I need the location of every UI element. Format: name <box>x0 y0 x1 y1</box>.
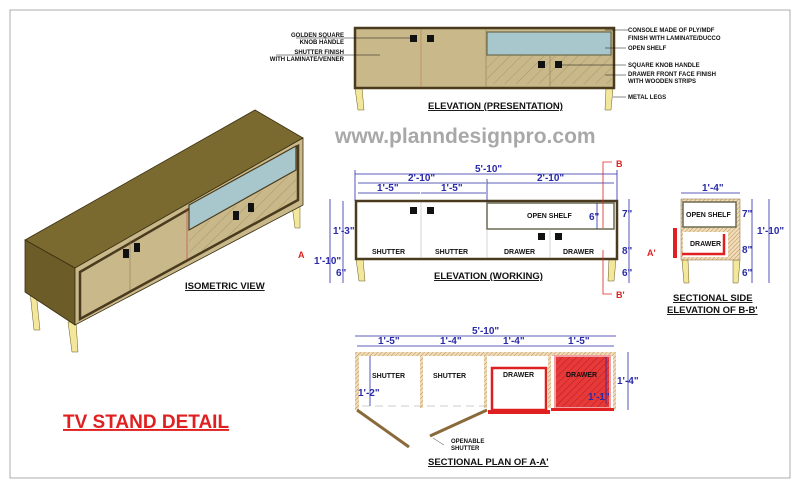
working-title: ELEVATION (WORKING) <box>434 271 543 282</box>
label: 2'-10" <box>537 173 564 184</box>
label: 5'-10" <box>475 164 502 175</box>
label: FINISH WITH LAMINATE/DUCCO <box>628 36 721 42</box>
label: SQUARE KNOB HANDLE <box>628 63 700 69</box>
label: 1'-5" <box>441 183 463 194</box>
working-elevation: OPEN SHELF SHUTTER SHUTTER DRAWER DRAWER… <box>298 159 656 300</box>
label: 1'-5" <box>377 183 399 194</box>
label: SECTIONAL SIDE <box>673 293 753 304</box>
label: OPENABLE <box>451 439 484 445</box>
label: 1'-2" <box>358 388 380 399</box>
label: 8" <box>742 245 753 256</box>
label: 1'-4" <box>503 336 525 347</box>
label: 1'-4" <box>702 183 724 194</box>
open-shelf <box>486 31 612 56</box>
leg <box>67 321 79 353</box>
label: ELEVATION OF B-B' <box>667 305 758 316</box>
label: 5'-10" <box>472 326 499 337</box>
label: OPEN SHELF <box>628 46 667 52</box>
label: DRAWER <box>504 249 535 256</box>
plan-title: SECTIONAL PLAN OF A-A' <box>428 457 548 468</box>
label: DRAWER <box>566 372 597 379</box>
label: DRAWER FRONT FACE FINISH <box>628 72 716 78</box>
label: 1'-1" <box>588 392 610 403</box>
knob-icon <box>123 249 129 258</box>
label: SHUTTER FINISH <box>294 50 344 56</box>
label: DRAWER <box>690 241 721 248</box>
isometric-title: ISOMETRIC VIEW <box>185 281 265 292</box>
label: CONSOLE MADE OF PLY/MDF <box>628 28 715 34</box>
label: A <box>298 250 305 260</box>
label: SHUTTER <box>435 249 468 256</box>
knob-icon <box>427 35 434 42</box>
label: 1'-5" <box>568 336 590 347</box>
label: B' <box>616 290 625 300</box>
knob-icon <box>538 61 545 68</box>
label: 7" <box>622 209 633 220</box>
label: 1'-4" <box>617 376 639 387</box>
label: 8" <box>622 246 633 257</box>
knob-icon <box>248 203 254 212</box>
label: 2'-10" <box>408 173 435 184</box>
label: 1'-3" <box>333 226 355 237</box>
label: 1'-10" <box>757 226 784 237</box>
knob-icon <box>134 243 140 252</box>
sectional-plan: SHUTTER SHUTTER DRAWER DRAWER OPENABLE S… <box>355 326 639 468</box>
label: 6" <box>336 268 347 279</box>
sheet-border <box>9 9 791 479</box>
label: 6" <box>589 212 600 223</box>
label: 1'-5" <box>378 336 400 347</box>
label: GOLDEN SQUARE <box>291 33 344 39</box>
label: A' <box>647 248 656 258</box>
presentation-title: ELEVATION (PRESENTATION) <box>428 101 563 112</box>
sheet-title: TV STAND DETAIL <box>63 412 229 433</box>
watermark: www.planndesignpro.com <box>334 125 596 148</box>
label: DRAWER <box>503 372 534 379</box>
knob-icon <box>233 211 239 220</box>
label: OPEN SHELF <box>686 212 731 219</box>
label: SHUTTER <box>372 373 405 380</box>
knob-icon <box>410 35 417 42</box>
label: OPEN SHELF <box>527 213 572 220</box>
label: B <box>616 159 623 169</box>
presentation-elevation: GOLDEN SQUARE KNOB HANDLE SHUTTER FINISH… <box>270 26 721 112</box>
knob-icon <box>555 61 562 68</box>
label: 6" <box>742 268 753 279</box>
label: 6" <box>622 268 633 279</box>
label: WITH LAMINATE/VENNER <box>270 57 345 63</box>
label: KNOB HANDLE <box>300 40 344 46</box>
label: 1'-10" <box>314 256 341 267</box>
iso-open-shelf <box>188 144 297 232</box>
side-section: OPEN SHELF DRAWER 1'-4" 7" 8" 6" 1'-10" … <box>667 183 784 316</box>
label: SHUTTER <box>451 446 480 452</box>
label: 7" <box>742 209 753 220</box>
label: WITH WOODEN STRIPS <box>628 79 696 85</box>
label: METAL LEGS <box>628 95 666 101</box>
label: SHUTTER <box>372 249 405 256</box>
label: SHUTTER <box>433 373 466 380</box>
isometric-view: ISOMETRIC VIEW <box>24 109 304 353</box>
label: DRAWER <box>563 249 594 256</box>
label: 1'-4" <box>440 336 462 347</box>
